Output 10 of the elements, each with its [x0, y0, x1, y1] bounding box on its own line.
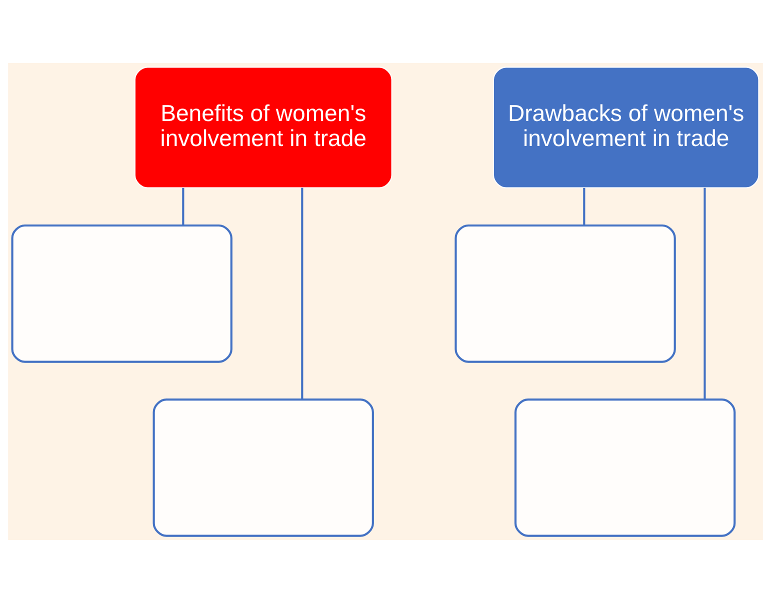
node-box: Drawbacks of women's involvement in trade	[492, 66, 760, 188]
node-box	[454, 224, 676, 363]
connector	[301, 188, 304, 400]
connector	[704, 188, 706, 400]
node-box	[11, 224, 232, 363]
node-box	[152, 398, 374, 537]
node-box	[514, 398, 736, 537]
node-box: Benefits of women's involvement in trade	[134, 66, 392, 188]
connector	[583, 188, 586, 226]
connector	[182, 188, 184, 226]
